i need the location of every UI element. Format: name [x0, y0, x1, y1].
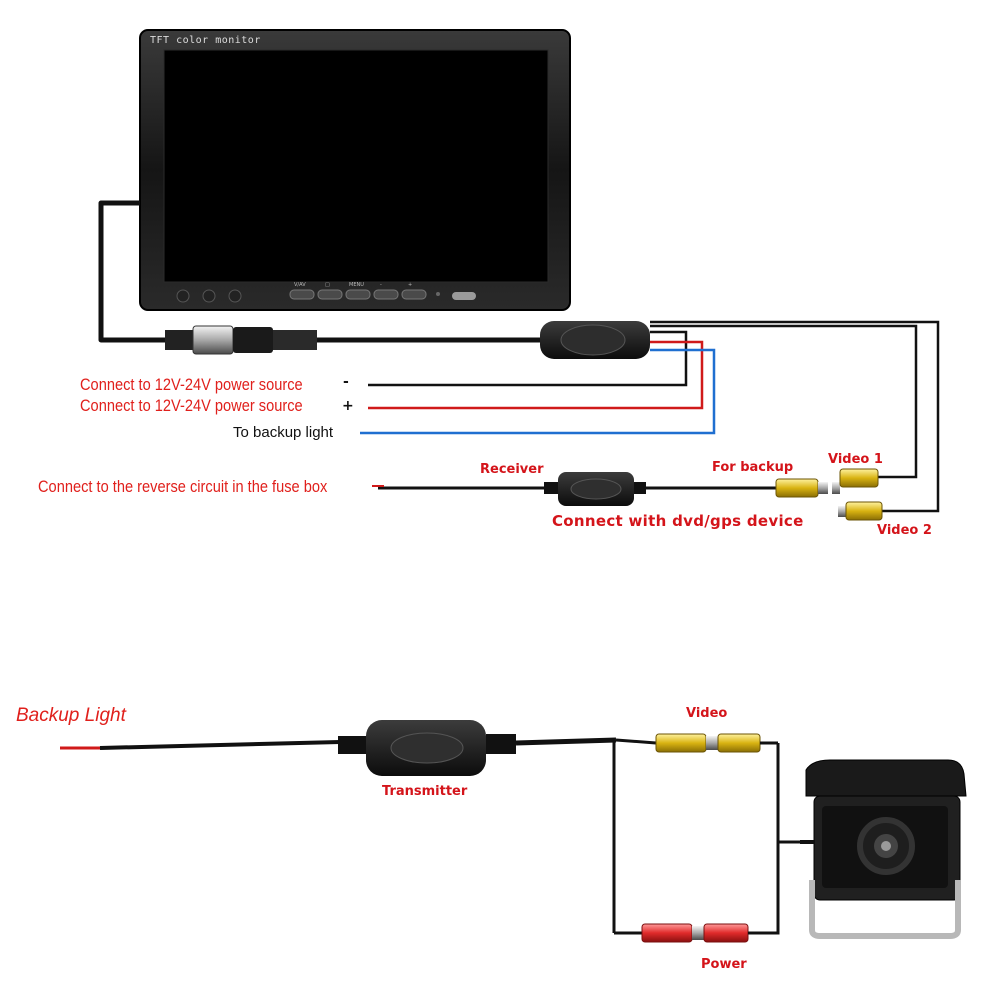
dvd-gps-label: Connect with dvd/gps device [552, 512, 804, 530]
power-pos-label: Connect to 12V-24V power source [80, 396, 303, 415]
video-label: Video [686, 706, 728, 721]
power-neg-symbol: - [343, 374, 349, 390]
backup-camera [800, 759, 967, 939]
power-label: Power [701, 957, 747, 972]
backup-light-wire-label: To backup light [233, 424, 334, 441]
reverse-circuit-label: Connect to the reverse circuit in the fu… [38, 477, 328, 496]
transmitter-label: Transmitter [382, 784, 468, 799]
btn-label-plus: + [408, 282, 413, 288]
backup-light-label: Backup Light [16, 705, 126, 726]
monitor-cable [98, 200, 650, 359]
btn-label-minus: - [380, 282, 382, 288]
monitor-button-labels: V/AV □ MENU - + [290, 282, 440, 290]
btn-label-vav: V/AV [294, 282, 306, 288]
receiver-assembly [372, 468, 883, 521]
transmitter-assembly [60, 720, 800, 943]
btn-label-display: □ [325, 282, 330, 288]
receiver-label: Receiver [480, 462, 544, 477]
video2-label: Video 2 [877, 523, 932, 538]
power-pos-symbol: + [342, 398, 354, 414]
power-wires [360, 320, 940, 513]
power-neg-label: Connect to 12V-24V power source [80, 375, 303, 394]
btn-label-menu: MENU [349, 282, 364, 288]
video1-label: Video 1 [828, 452, 883, 467]
monitor-title: TFT color monitor [150, 35, 261, 46]
for-backup-label: For backup [712, 460, 794, 475]
monitor [139, 29, 571, 311]
